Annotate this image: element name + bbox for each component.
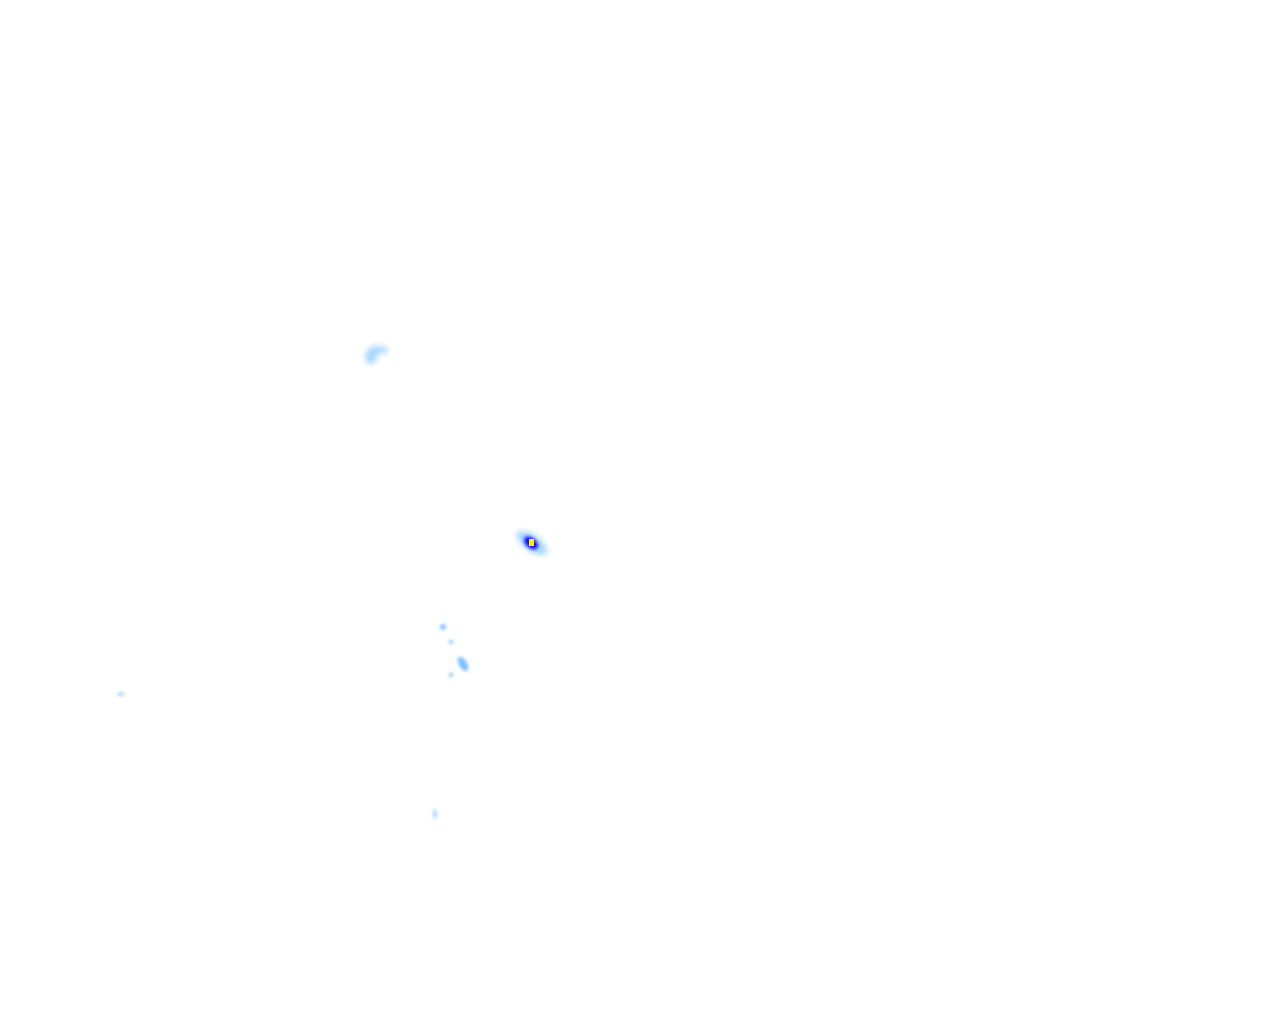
hotspot-center	[516, 530, 548, 556]
hotspot-north	[365, 346, 388, 364]
hotspot-southwest	[433, 809, 437, 819]
hotspot-south-cluster	[440, 624, 469, 677]
hotspot-west	[117, 692, 125, 696]
